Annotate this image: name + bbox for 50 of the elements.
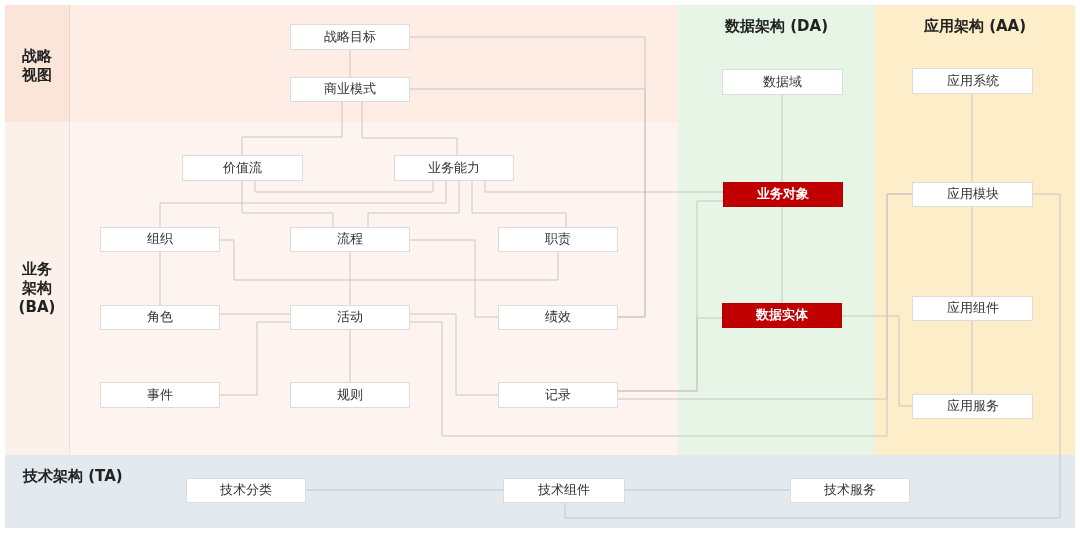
concept-box: 应用模块 <box>912 182 1033 207</box>
concept-box: 技术分类 <box>186 478 306 503</box>
concept-box: 记录 <box>498 382 618 408</box>
concept-box: 技术服务 <box>790 478 910 503</box>
concept-box: 职责 <box>498 227 618 252</box>
concept-box: 数据域 <box>722 69 843 95</box>
concept-box: 规则 <box>290 382 410 408</box>
concept-box: 组织 <box>100 227 220 252</box>
concept-box: 价值流 <box>182 155 303 181</box>
concept-box: 应用服务 <box>912 394 1033 419</box>
layer-band <box>678 5 875 455</box>
connector-line <box>484 180 724 193</box>
concept-box: 流程 <box>290 227 410 252</box>
connector-line <box>409 239 499 318</box>
connector-line <box>241 101 343 156</box>
connector-line <box>159 180 447 228</box>
connector-line <box>471 180 567 228</box>
connector-line <box>219 239 559 281</box>
concept-box: 绩效 <box>498 305 618 330</box>
connector-line <box>219 321 291 396</box>
highlighted-box: 数据实体 <box>722 303 842 328</box>
connector-line <box>617 193 913 400</box>
connector-line <box>241 180 334 228</box>
concept-box: 应用组件 <box>912 296 1033 321</box>
layer-band <box>5 122 678 455</box>
connector-line <box>409 313 499 396</box>
layer-title: 数据架构 (DA) <box>724 17 829 36</box>
concept-box: 技术组件 <box>503 478 625 503</box>
layer-title: 业务架构 (BA) <box>17 260 57 317</box>
connector-line <box>367 180 460 228</box>
concept-box: 应用系统 <box>912 68 1033 94</box>
layer-band <box>875 5 1075 455</box>
layer-band <box>5 455 1075 528</box>
concept-box: 业务能力 <box>394 155 514 181</box>
concept-box: 事件 <box>100 382 220 408</box>
connector-line <box>564 193 1061 519</box>
connector-line <box>361 101 458 156</box>
highlighted-box: 业务对象 <box>723 182 843 207</box>
connector-line <box>409 88 646 318</box>
connector-line <box>617 317 723 392</box>
concept-box: 角色 <box>100 305 220 330</box>
concept-box: 活动 <box>290 305 410 330</box>
connector-line <box>254 180 434 193</box>
connector-line <box>841 315 913 407</box>
layer-title: 应用架构 (AA) <box>922 17 1028 36</box>
layer-title: 战略视图 <box>21 47 53 85</box>
layer-band <box>5 5 678 122</box>
concept-box: 商业模式 <box>290 77 410 102</box>
concept-box: 战略目标 <box>290 24 410 50</box>
layer-title: 技术架构 (TA) <box>23 467 124 486</box>
